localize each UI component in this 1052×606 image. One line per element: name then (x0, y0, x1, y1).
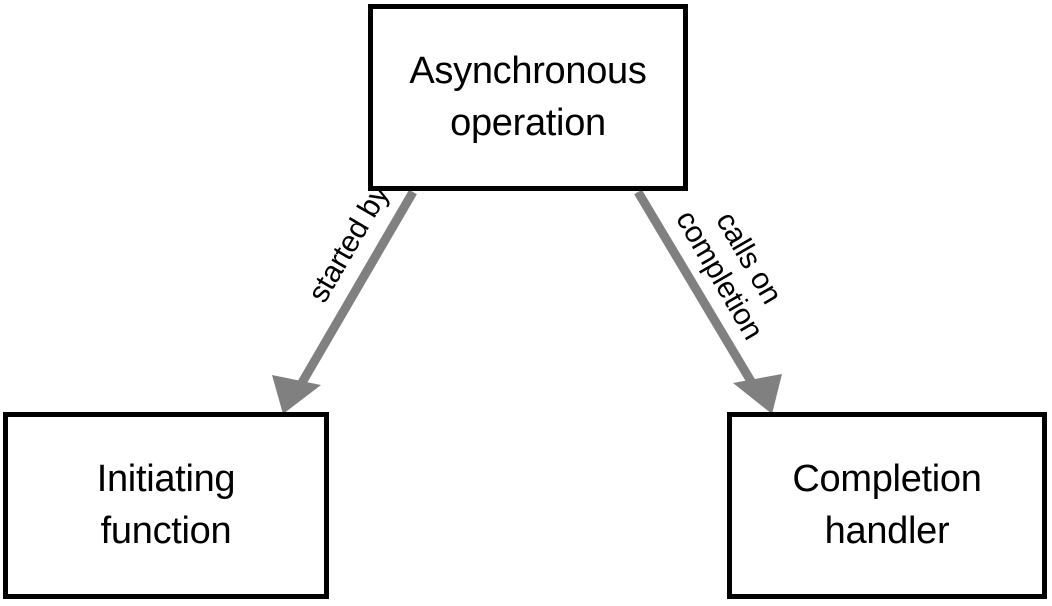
node-label-asynchronous-operation: Asynchronous operation (409, 50, 647, 144)
arrowhead-calls-on-completion (733, 374, 782, 414)
node-asynchronous-operation[interactable]: Asynchronous operation (368, 4, 688, 191)
edge-line-calls-on-completion (634, 189, 762, 396)
node-label-completion-handler: Completion handler (792, 458, 982, 552)
node-completion-handler[interactable]: Completion handler (727, 412, 1047, 599)
node-label-initiating-function: Initiating function (96, 458, 236, 552)
node-initiating-function[interactable]: Initiating function (3, 412, 329, 599)
edge-async-to-initiating (272, 189, 417, 414)
edge-line-started-by (292, 189, 417, 396)
arrowhead-started-by (272, 375, 321, 414)
edge-async-to-completion (634, 189, 782, 414)
